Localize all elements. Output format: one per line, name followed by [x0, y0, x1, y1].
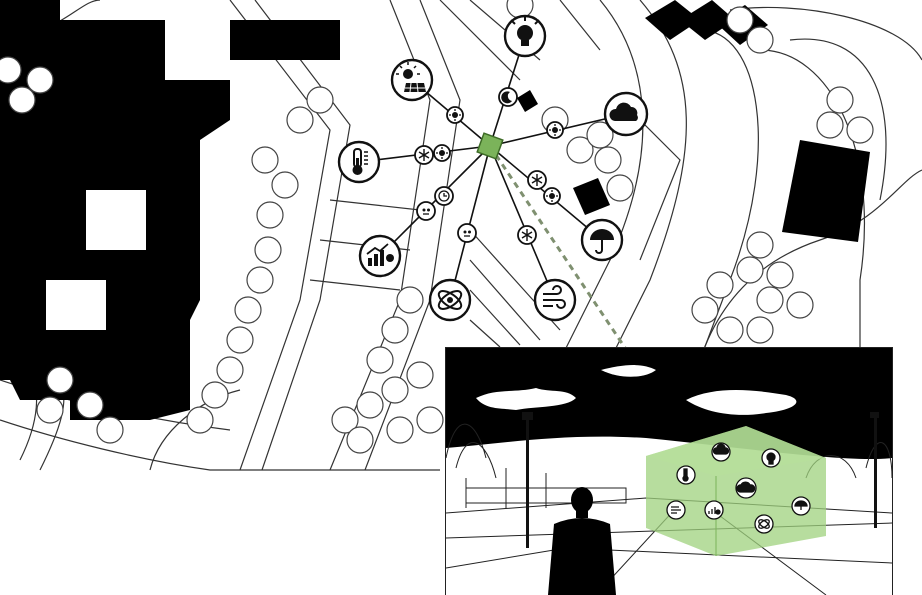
wind-icon [666, 500, 686, 520]
sun-icon [446, 106, 464, 124]
buildings [0, 0, 870, 420]
face-icon [416, 201, 436, 221]
face-icon [457, 223, 477, 243]
sun-icon [546, 121, 564, 139]
solar-panel-icon [390, 58, 434, 102]
light-bulb-icon [503, 14, 547, 58]
night-sky [446, 348, 892, 459]
cloud-icon [735, 477, 757, 499]
air-quality-orbit-icon [754, 514, 774, 534]
snowflake-icon [517, 225, 537, 245]
person-silhouette [548, 487, 616, 595]
street-view-inset [445, 347, 893, 595]
sensor-hub [476, 132, 504, 160]
growth-chart-icon [704, 500, 724, 520]
snowflake-icon [414, 145, 434, 165]
umbrella-icon [791, 496, 811, 516]
thermometer-icon [337, 140, 381, 184]
moon-icon [498, 87, 518, 107]
sightline-dashed [488, 145, 682, 431]
sun-icon [543, 187, 561, 205]
umbrella-icon [580, 218, 624, 262]
sun-icon [433, 144, 451, 162]
light-bulb-icon [761, 448, 781, 468]
wind-icon [533, 278, 577, 322]
snowflake-icon [527, 170, 547, 190]
growth-chart-icon [358, 234, 402, 278]
street-lines [0, 0, 922, 471]
cloud-icon [603, 91, 649, 137]
clock-icon [434, 186, 454, 206]
air-quality-orbit-icon [428, 278, 472, 322]
storm-cloud-icon [711, 442, 731, 462]
thermometer-icon [676, 465, 696, 485]
